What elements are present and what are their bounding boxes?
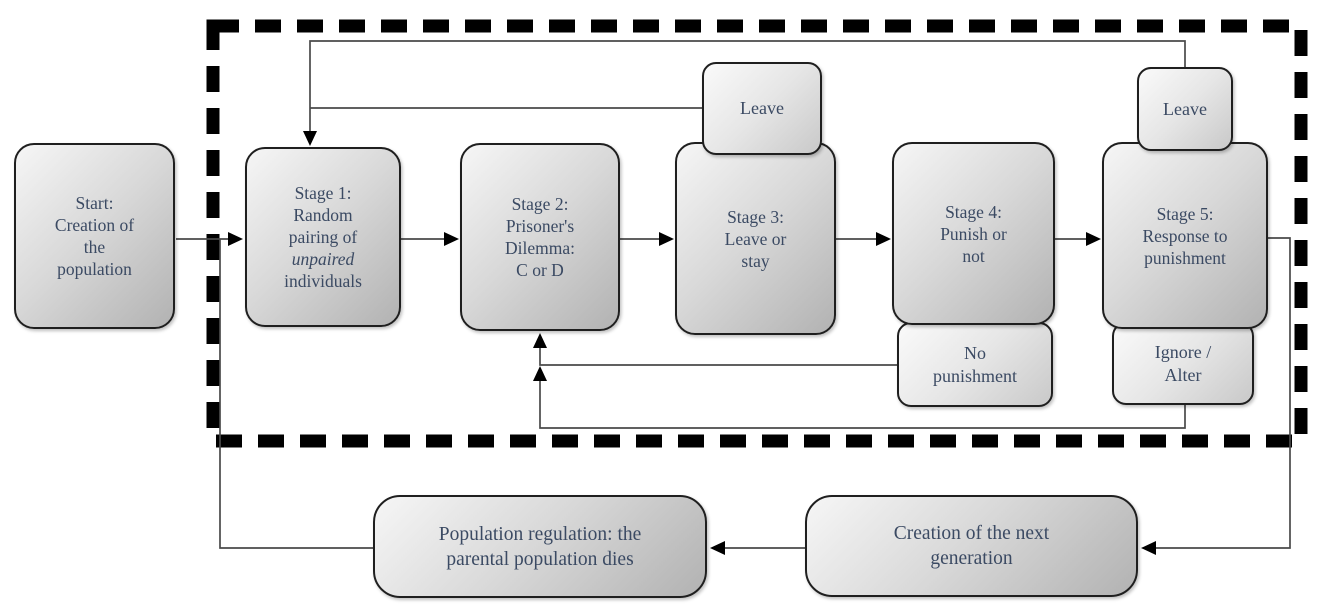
box-text-line: Stage 4: [945, 201, 1002, 222]
box-text-line: Ignore / [1154, 341, 1212, 362]
box-text-line: parental population dies [446, 548, 634, 570]
creation-next-generation-box: Creation of the next generation [805, 495, 1138, 597]
stage4-box: Stage 4: Punish or not [892, 142, 1055, 325]
stage3-box: Stage 3: Leave or stay [675, 142, 836, 335]
connector-ignorealter-to-stage2 [539, 381, 1186, 429]
box-text-line: Dilemma: [505, 238, 575, 258]
box-text-line: Stage 2: [511, 194, 569, 214]
box-text-line: pairing of [288, 227, 358, 247]
arrowhead-into-creation [1141, 541, 1156, 555]
box-text-line: unpaired [291, 249, 355, 269]
arrowhead-into-stage2-bottom [533, 333, 547, 348]
box-text-line: C or D [516, 260, 564, 280]
box-text-line: individuals [284, 271, 362, 291]
box-text-line: punishment [1144, 247, 1226, 268]
box-text-line: Creation of [54, 215, 135, 235]
box-text-line: stay [741, 250, 770, 271]
box-text-line: generation [930, 548, 1013, 569]
connector-regulation-loop-to-stage1 [219, 239, 373, 549]
box-text-line: Start: [75, 193, 114, 213]
box-text-line: Alter [1164, 364, 1202, 385]
start-box: Start: Creation of the population [14, 143, 175, 329]
arrowhead-into-stage1-left [228, 232, 243, 246]
stage5-box: Stage 5: Response to punishment [1102, 142, 1268, 329]
arrowhead-into-regulation [710, 541, 725, 555]
ignore-alter-option-box: Ignore / Alter [1112, 322, 1254, 405]
box-text-line: not [962, 245, 985, 266]
connector-leave5-loop-to-stage1 [309, 40, 1186, 131]
box-text-line: Leave [740, 98, 784, 118]
no-punishment-option-box: No punishment [897, 322, 1053, 407]
box-text-line: Response to [1142, 225, 1228, 246]
box-text-line: No [964, 342, 986, 363]
box-text-line: Leave or [724, 228, 787, 249]
arrowhead-into-stage1-top [303, 131, 317, 146]
arrowhead-into-stage5 [1086, 232, 1101, 246]
box-text-line: Creation of the next [893, 523, 1050, 544]
box-text-line: Stage 5: [1156, 203, 1214, 224]
box-text-line: Prisoner's [505, 216, 575, 236]
stage1-box: Stage 1: Random pairing of unpaired indi… [245, 147, 401, 327]
leave-option-box-stage3: Leave [702, 62, 822, 155]
arrowhead-into-stage3 [659, 232, 674, 246]
stage2-box: Stage 2: Prisoner's Dilemma: C or D [460, 143, 620, 331]
box-text-line: Punish or [940, 223, 1007, 244]
box-text-line: Leave [1163, 98, 1207, 119]
connector-nopunishment-to-stage2 [539, 348, 897, 366]
box-text-line: population [57, 259, 132, 279]
box-text-line: punishment [933, 365, 1017, 386]
box-text-line: Stage 3: [727, 206, 784, 227]
box-text-line: Population regulation: the [438, 523, 642, 545]
box-text-line: the [83, 237, 106, 257]
box-text-line: Random [293, 205, 353, 225]
arrowhead-into-stage2 [444, 232, 459, 246]
leave-option-box-stage5: Leave [1137, 67, 1233, 151]
population-regulation-box: Population regulation: the parental popu… [373, 495, 707, 598]
box-text-line: Stage 1: [294, 183, 352, 203]
arrowhead-merge-into-stage2-loop [533, 366, 547, 381]
arrowhead-into-stage4 [876, 232, 891, 246]
connector-stage5-to-creation [1156, 237, 1291, 549]
